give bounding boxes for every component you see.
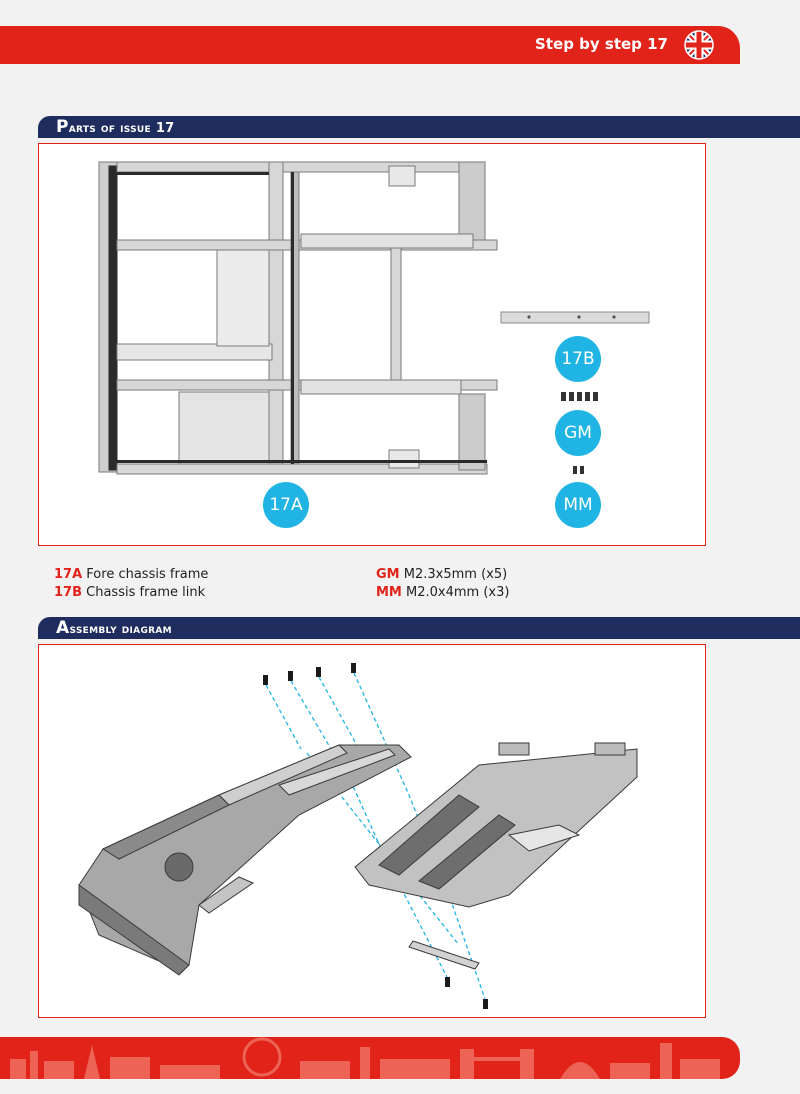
assembly-section-title: Assembly diagram bbox=[56, 618, 172, 638]
badge-mm: MM bbox=[555, 482, 601, 528]
chassis-frame-link-illustration bbox=[500, 311, 650, 324]
legend-right: GM M2.3x5mm (x5) MM M2.0x4mm (x3) bbox=[376, 566, 509, 602]
badge-17b: 17B bbox=[555, 336, 601, 382]
legend-item: GM M2.3x5mm (x5) bbox=[376, 567, 508, 582]
page-title: Step by step 17 bbox=[535, 35, 668, 53]
legend-item: 17A Fore chassis frame bbox=[54, 567, 209, 582]
legend-item: 17B Chassis frame link bbox=[54, 585, 206, 600]
badge-17a: 17A bbox=[263, 482, 309, 528]
footer-skyline-bar bbox=[0, 1037, 740, 1079]
badge-gm: GM bbox=[555, 410, 601, 456]
header-bar: Step by step 17 bbox=[0, 26, 740, 64]
assembly-diagram-illustration bbox=[78, 663, 638, 1009]
assembly-panel bbox=[38, 644, 706, 1018]
london-skyline-icon bbox=[10, 1037, 720, 1079]
gm-screws-icon bbox=[561, 392, 598, 401]
mm-screws-icon bbox=[573, 466, 584, 474]
parts-section-title: Parts of issue 17 bbox=[56, 117, 175, 137]
legend-left: 17A Fore chassis frame 17B Chassis frame… bbox=[54, 566, 208, 602]
parts-section-header: Parts of issue 17 bbox=[38, 116, 800, 138]
parts-panel: 17A 17B GM MM bbox=[38, 143, 706, 546]
assembly-section-header: Assembly diagram bbox=[38, 617, 800, 639]
legend-item: MM M2.0x4mm (x3) bbox=[376, 585, 510, 600]
uk-flag-icon bbox=[684, 30, 714, 60]
fore-chassis-frame-illustration bbox=[98, 161, 650, 475]
